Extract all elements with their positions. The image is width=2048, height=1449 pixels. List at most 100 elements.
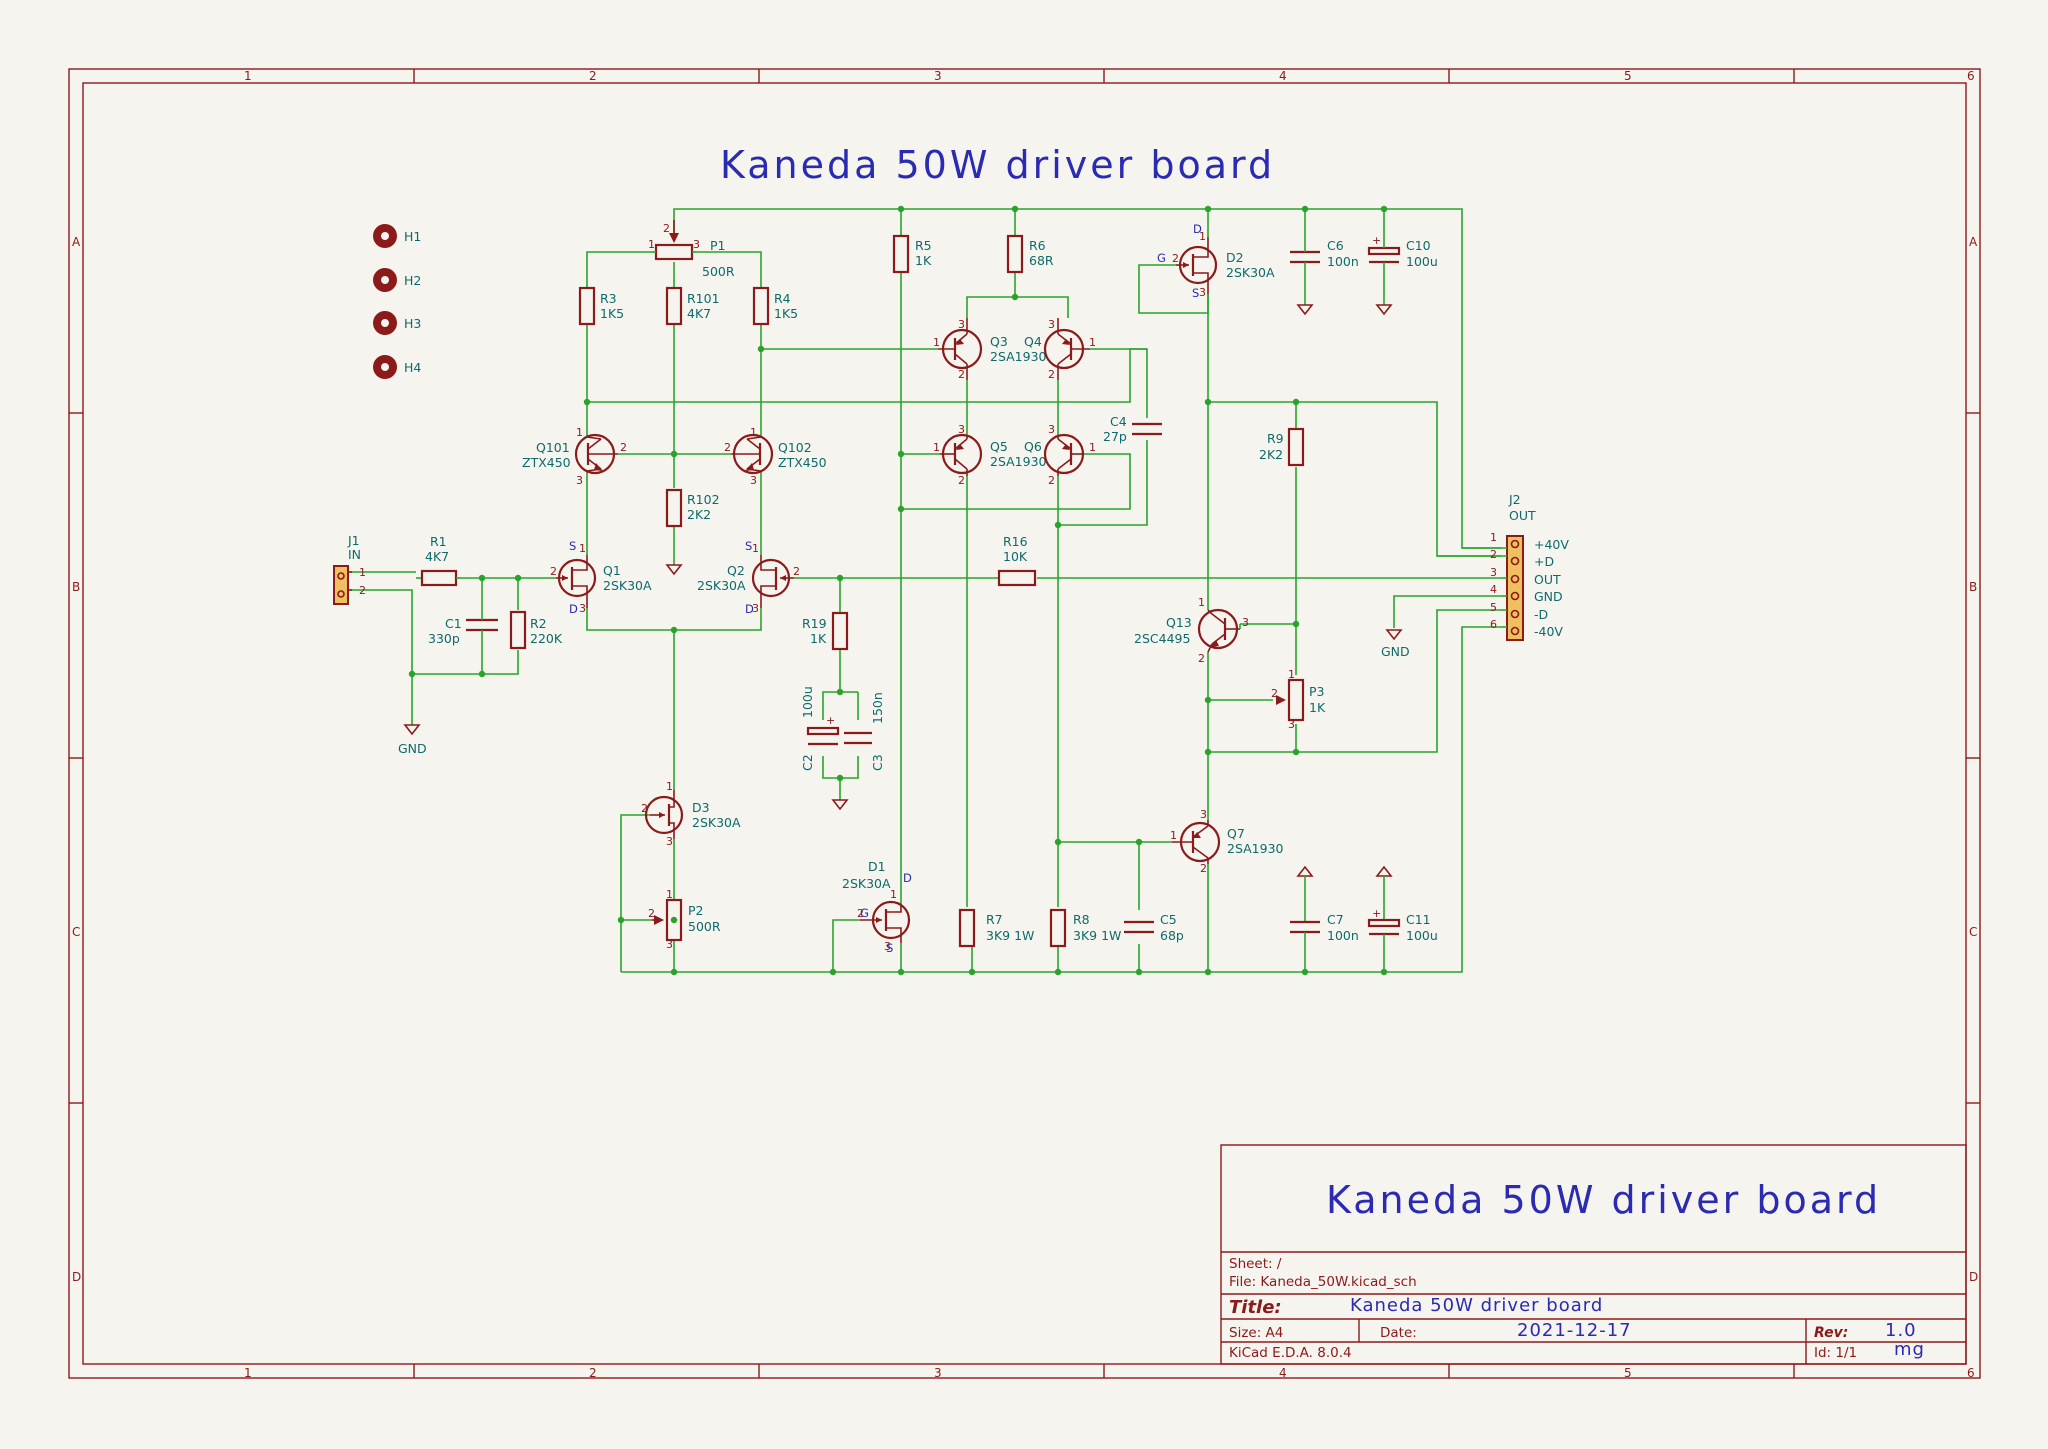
row-label-left-d: D (72, 1270, 81, 1284)
capacitor-c3: C3 150n (844, 692, 885, 771)
jfet-d3: 132 D3 2SK30A (641, 780, 741, 848)
j2-pin5-label: -D (1534, 607, 1548, 622)
svg-text:3: 3 (1288, 718, 1295, 731)
p2-value: 500R (688, 919, 721, 934)
svg-text:1: 1 (666, 888, 673, 901)
svg-text:2: 2 (663, 222, 670, 235)
potentiometer-p2: 132 P2 500R (648, 888, 721, 951)
svg-text:1: 1 (666, 780, 673, 793)
h3-label: H3 (404, 316, 421, 331)
q3-value: 2SA1930 (990, 349, 1047, 364)
svg-text:2: 2 (620, 441, 627, 454)
svg-text:3: 3 (666, 835, 673, 848)
r3-value: 1K5 (600, 306, 624, 321)
tool-label: KiCad E.D.A. 8.0.4 (1229, 1345, 1352, 1361)
c10-value: 100u (1406, 254, 1438, 269)
r6-ref: R6 (1029, 238, 1046, 253)
q101-value: ZTX450 (522, 455, 571, 470)
q13-ref: Q13 (1166, 615, 1192, 630)
svg-text:+: + (1372, 234, 1381, 247)
r2-ref: R2 (530, 616, 547, 631)
svg-text:3: 3 (958, 423, 965, 436)
q1-value: 2SK30A (603, 578, 652, 593)
svg-text:S: S (569, 539, 576, 553)
col-label-bottom-6: 6 (1967, 1366, 1975, 1380)
p1-ref: P1 (710, 238, 726, 253)
outer-frame (68, 68, 1981, 1379)
svg-text:2: 2 (958, 474, 965, 487)
svg-text:2: 2 (857, 907, 864, 920)
q2-value: 2SK30A (697, 578, 746, 593)
svg-text:2: 2 (1271, 687, 1278, 700)
svg-text:3: 3 (1048, 423, 1055, 436)
svg-text:1: 1 (579, 542, 586, 555)
junction-dots (408, 205, 1388, 976)
date-value: 2021-12-17 (1517, 1320, 1632, 1341)
col-label-top-5: 5 (1624, 69, 1632, 83)
svg-text:2: 2 (641, 802, 648, 815)
j2-pin4-label: GND (1534, 589, 1563, 604)
inner-frame (82, 82, 1967, 1365)
resistor-r16: R16 10K (997, 534, 1037, 587)
jfet-q2: 213 S D Q2 2SK30A (697, 539, 800, 616)
svg-text:1: 1 (1089, 336, 1096, 349)
c4-value: 27p (1103, 429, 1127, 444)
id-label: Id: 1/1 (1814, 1345, 1857, 1361)
svg-text:1: 1 (1089, 441, 1096, 454)
r4-ref: R4 (774, 291, 791, 306)
r16-ref: R16 (1003, 534, 1028, 549)
svg-text:D: D (903, 871, 912, 885)
svg-text:2: 2 (1490, 548, 1497, 561)
j1-ref: J1 (347, 533, 360, 548)
r16-value: 10K (1003, 549, 1028, 564)
transistor-q6: 321 Q6 (1024, 423, 1096, 487)
r7-ref: R7 (986, 912, 1003, 927)
q6-ref: Q6 (1024, 439, 1042, 454)
capacitor-c1: C1 330p (428, 602, 498, 646)
jfet-d2: 132 D G S D2 2SK30A (1157, 222, 1275, 300)
svg-text:1: 1 (890, 888, 897, 901)
svg-text:3: 3 (884, 940, 891, 953)
svg-text:3: 3 (1200, 808, 1207, 821)
resistor-r5: R5 1K (892, 234, 932, 274)
sheet-label: Sheet: / (1229, 1256, 1282, 1272)
r1-value: 4K7 (425, 549, 449, 564)
connector-j1: 12 J1 IN (333, 533, 366, 605)
resistor-r1: R1 4K7 (416, 534, 461, 587)
resistor-r19: R19 1K (802, 611, 849, 651)
svg-text:1: 1 (933, 441, 940, 454)
transistor-q101: 132 Q101 ZTX450 (522, 426, 627, 487)
svg-text:3: 3 (576, 474, 583, 487)
r9-value: 2K2 (1259, 447, 1283, 462)
col-label-top-1: 1 (244, 69, 252, 83)
title-block: Kaneda 50W driver board Sheet: / File: K… (1220, 1144, 1967, 1365)
svg-text:2: 2 (359, 584, 366, 597)
svg-text:2: 2 (1200, 862, 1207, 875)
gnd-label-input: GND (398, 741, 427, 756)
capacitor-c6: C6 100n (1290, 238, 1359, 316)
resistor-r8: R8 3K9 1W (1049, 908, 1121, 948)
h4-label: H4 (404, 360, 421, 375)
r8-ref: R8 (1073, 912, 1090, 927)
title-label: Title: (1229, 1297, 1282, 1318)
svg-text:1: 1 (1288, 668, 1295, 681)
resistor-r2: R2 220K (509, 610, 563, 650)
size-label: Size: A4 (1229, 1325, 1283, 1341)
col-label-top-4: 4 (1279, 69, 1287, 83)
r9-ref: R9 (1267, 431, 1284, 446)
title-value: Kaneda 50W driver board (1350, 1295, 1603, 1316)
d2-ref: D2 (1226, 250, 1244, 265)
col-label-top-3: 3 (934, 69, 942, 83)
date-label: Date: (1380, 1325, 1417, 1341)
c4-ref: C4 (1110, 414, 1127, 429)
svg-text:3: 3 (1242, 616, 1249, 629)
transistor-q3: 321 Q3 2SA1930 (933, 318, 1047, 381)
rev-label: Rev: (1814, 1325, 1848, 1341)
row-label-left-b: B (72, 580, 80, 594)
p2-ref: P2 (688, 903, 704, 918)
c7-ref: C7 (1327, 912, 1344, 927)
r6-value: 68R (1029, 253, 1054, 268)
gnd-symbol-output: GND (1381, 629, 1410, 659)
j2-ref: J2 (1508, 492, 1521, 507)
svg-text:1: 1 (933, 336, 940, 349)
